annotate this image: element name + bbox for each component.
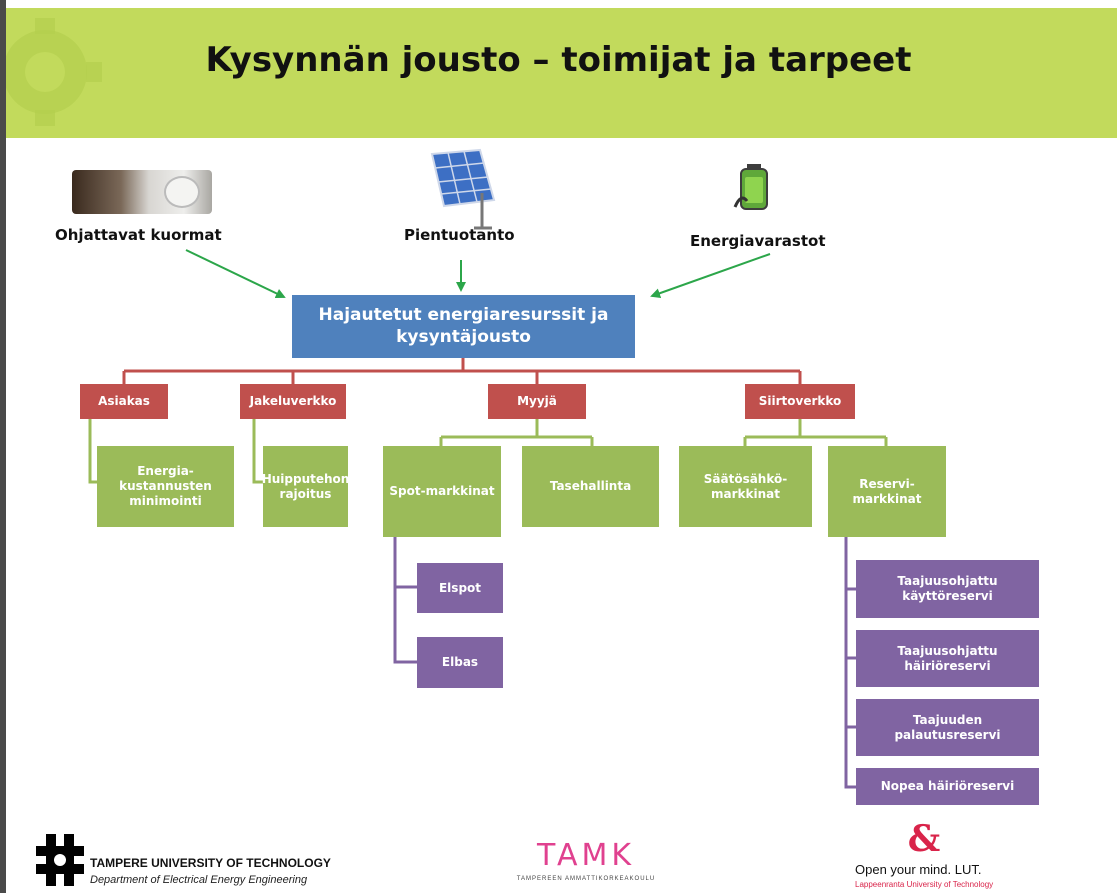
need-node-tasehallinta: Tasehallinta bbox=[522, 446, 659, 527]
need-node-spot-markkinat: Spot-markkinat bbox=[383, 446, 501, 537]
battery-plug-icon bbox=[733, 164, 768, 210]
sub-text-line: palautusreservi bbox=[894, 727, 1001, 742]
need-node-saatosahkomarkkinat: Säätösähkö- markkinat bbox=[679, 446, 812, 527]
lut-slogan: Open your mind. LUT. bbox=[855, 862, 982, 877]
title-banner bbox=[0, 8, 1117, 138]
tut-gear-logo-icon bbox=[36, 834, 84, 886]
sub-node-nopea-hairioreservi: Nopea häiriöreservi bbox=[856, 768, 1039, 805]
arrow-ohjattavat bbox=[185, 249, 286, 299]
need-text-line: kustannusten bbox=[119, 479, 212, 493]
sub-text-line: käyttöreservi bbox=[902, 589, 993, 603]
sub-text-line: Taajuuden bbox=[912, 712, 983, 727]
sub-text-line: häiriöreservi bbox=[904, 658, 991, 673]
need-text-line: Reservi- bbox=[859, 476, 915, 491]
need-text-line: minimointi bbox=[129, 494, 202, 508]
lut-university-name: Lappeenranta University of Technology bbox=[855, 880, 994, 889]
need-text-line: Energia- bbox=[137, 464, 194, 478]
need-node-energiakustannusten-minimointi: Energia- kustannusten minimointi bbox=[97, 446, 234, 527]
need-text-line: Huipputehon bbox=[261, 471, 350, 486]
sub-text-line: Taajuusohjattu bbox=[897, 643, 998, 658]
gear-decoration-icon bbox=[3, 18, 102, 126]
thermostat-valve-icon bbox=[72, 170, 212, 214]
tamk-logo: TAMK bbox=[536, 838, 636, 873]
actor-node-siirtoverkko: Siirtoverkko bbox=[745, 384, 855, 419]
actor-node-asiakas: Asiakas bbox=[80, 384, 168, 419]
need-node-reservimarkkinat: Reservi- markkinat bbox=[828, 446, 946, 537]
lut-ampersand-logo-icon: & bbox=[907, 818, 941, 860]
tamk-subtitle: TAMPEREEN AMMATTIKORKEAKOULU bbox=[516, 876, 656, 882]
sub-node-taajuusohjattu-hairioreservi: Taajuusohjattu häiriöreservi bbox=[856, 630, 1039, 687]
actor-node-myyja: Myyjä bbox=[488, 384, 586, 419]
slide-title: Kysynnän jousto – toimijat ja tarpeet bbox=[205, 40, 912, 80]
sub-text-line: Taajuusohjattu bbox=[897, 574, 998, 588]
left-edge-bar bbox=[0, 0, 6, 893]
center-node-line1: Hajautetut energiaresurssit ja bbox=[318, 305, 609, 326]
center-node-hajautetut-resurssit: Hajautetut energiaresurssit ja kysyntäjo… bbox=[292, 295, 635, 358]
actor-node-jakeluverkko: Jakeluverkko bbox=[240, 384, 346, 419]
solar-panel-icon bbox=[430, 148, 496, 230]
need-text-line: markkinat bbox=[711, 486, 780, 501]
need-node-huipputehon-rajoitus: Huipputehon rajoitus bbox=[261, 446, 350, 527]
sub-node-elbas: Elbas bbox=[417, 637, 503, 688]
need-text-line: rajoitus bbox=[279, 486, 332, 501]
source-label-ohjattavat-kuormat: Ohjattavat kuormat bbox=[55, 226, 222, 244]
source-label-pientuotanto: Pientuotanto bbox=[404, 226, 515, 244]
tut-university-name: TAMPERE UNIVERSITY OF TECHNOLOGY bbox=[90, 856, 331, 870]
center-node-line2: kysyntäjousto bbox=[396, 326, 531, 347]
sub-node-taajuusohjattu-kayttoreservi: Taajuusohjattu käyttöreservi bbox=[856, 560, 1039, 618]
arrow-energiavarastot bbox=[650, 253, 771, 299]
source-label-energiavarastot: Energiavarastot bbox=[690, 232, 826, 250]
sub-node-taajuuden-palautusreservi: Taajuuden palautusreservi bbox=[856, 699, 1039, 756]
need-text-line: markkinat bbox=[852, 491, 922, 506]
tut-department-name: Department of Electrical Energy Engineer… bbox=[90, 874, 308, 886]
need-text-line: Säätösähkö- bbox=[703, 471, 788, 486]
sub-node-elspot: Elspot bbox=[417, 563, 503, 613]
